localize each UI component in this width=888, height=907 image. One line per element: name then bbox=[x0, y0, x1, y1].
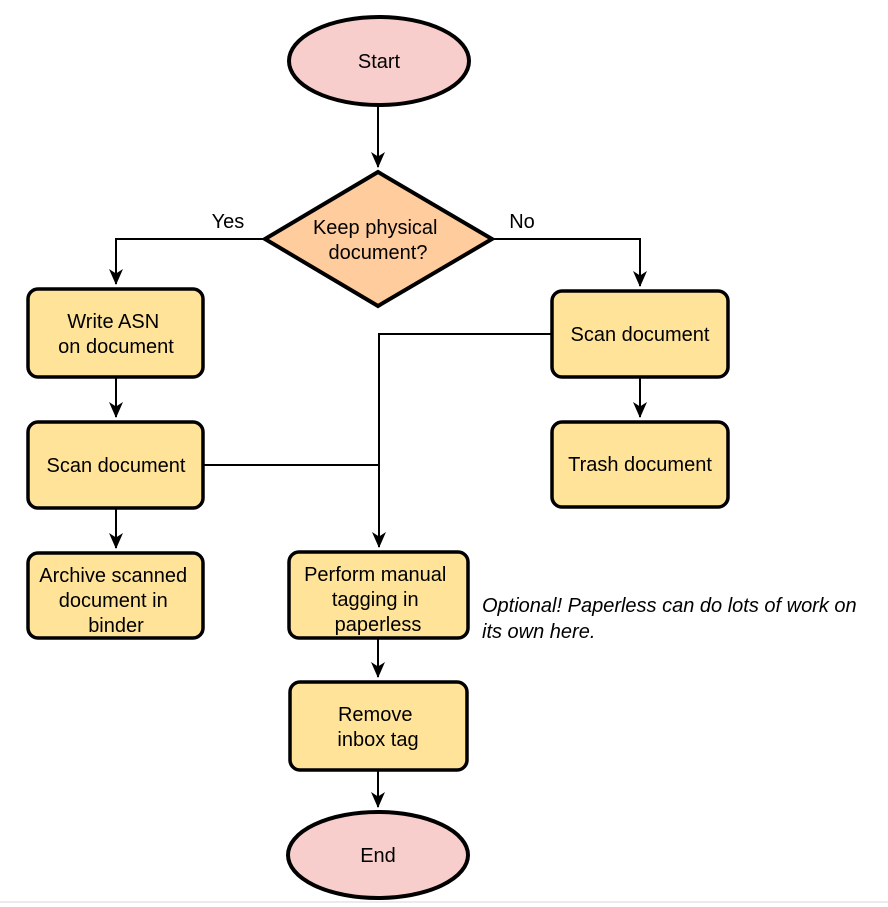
write-asn-label: Write ASN on document bbox=[58, 311, 174, 358]
process-remove-inbox-tag bbox=[288, 680, 469, 772]
archive-label: Archive scanned document in binder bbox=[39, 565, 192, 637]
edge-label-yes: Yes bbox=[212, 211, 245, 233]
end-terminal bbox=[286, 810, 470, 900]
edge-scanright-to-tagging bbox=[372, 333, 552, 548]
start-label: Start bbox=[358, 51, 401, 73]
process-scan-document-left bbox=[26, 420, 205, 510]
process-scan-document-right bbox=[550, 289, 730, 379]
start-terminal bbox=[287, 15, 471, 107]
scan-left-label: Scan document bbox=[47, 455, 186, 477]
scan-right-label: Scan document bbox=[571, 324, 710, 346]
process-manual-tagging bbox=[287, 550, 470, 640]
tagging-label: Perform manual tagging in paperless bbox=[304, 564, 452, 636]
decision-label: Keep physical document? bbox=[313, 217, 443, 264]
edge-decision-no bbox=[492, 238, 647, 287]
end-label: End bbox=[360, 845, 396, 867]
decision-keep-physical bbox=[261, 169, 496, 309]
edge-decision-yes bbox=[109, 238, 265, 285]
optional-note: Optional! Paperless can do lots of work … bbox=[482, 595, 862, 643]
edge-label-no: No bbox=[509, 211, 535, 233]
trash-label: Trash document bbox=[568, 454, 712, 476]
process-archive-binder bbox=[26, 551, 205, 640]
process-write-asn bbox=[26, 287, 205, 379]
remove-inbox-label: Remove inbox tag bbox=[337, 704, 418, 751]
process-trash-document bbox=[550, 420, 730, 509]
